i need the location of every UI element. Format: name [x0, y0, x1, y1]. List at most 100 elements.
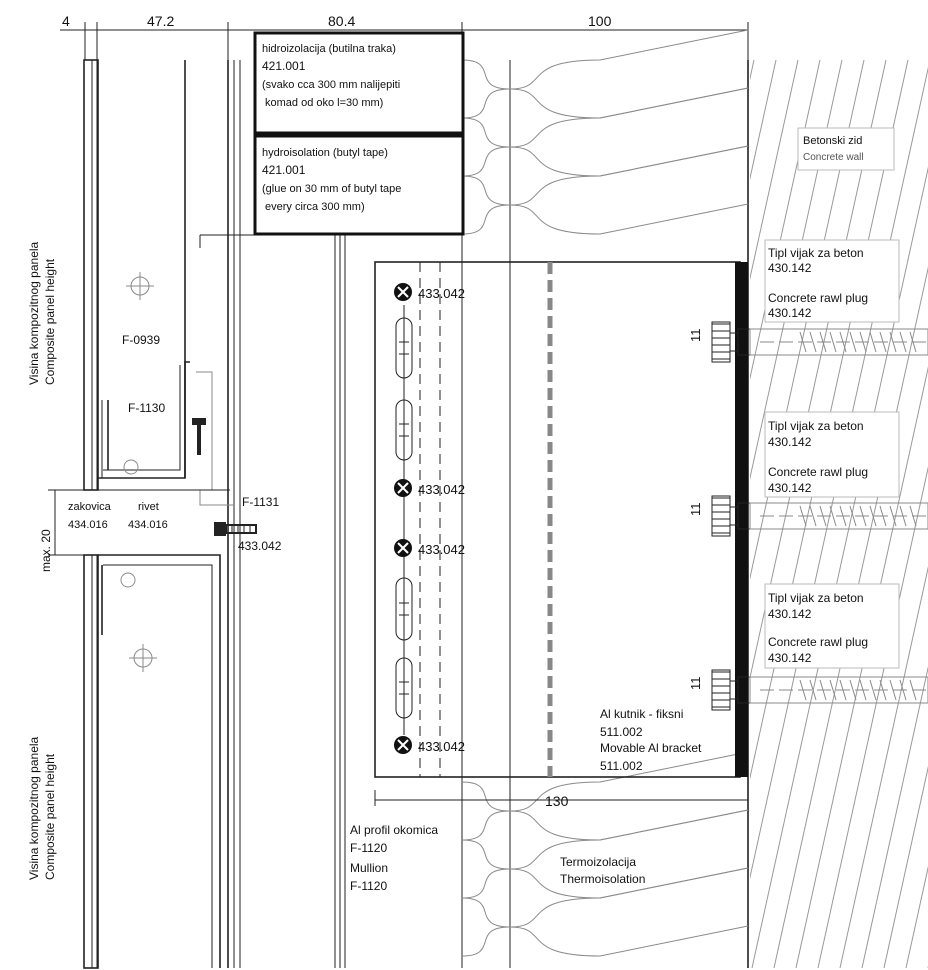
screw-label-4: 433.042 — [418, 739, 465, 754]
svg-text:Al kutnik - fiksni: Al kutnik - fiksni — [600, 707, 683, 721]
svg-text:511.002: 511.002 — [600, 759, 643, 773]
svg-text:Visina kompozitnog panela: Visina kompozitnog panela — [27, 736, 41, 880]
svg-text:(svako cca 300 mm nalijepiti: (svako cca 300 mm nalijepiti — [262, 79, 400, 91]
panel-center-mark-top — [126, 272, 154, 300]
dim-130: 130 — [545, 793, 569, 809]
svg-text:every circa 300 mm): every circa 300 mm) — [265, 201, 365, 213]
dim-4: 4 — [62, 13, 70, 29]
svg-text:komad od oko l=30 mm): komad od oko l=30 mm) — [265, 97, 383, 109]
svg-text:Concrete wall: Concrete wall — [803, 152, 864, 163]
rivet-head-top — [123, 459, 139, 475]
hatch-line — [729, 66, 928, 969]
screw-label-1: 433.042 — [418, 286, 465, 301]
hydroisolation-note-hr: hidroizolacija (butilna traka) 421.001 (… — [253, 31, 465, 135]
svg-text:rivet: rivet — [138, 501, 159, 513]
bracket-width-dimension: 130 — [374, 790, 749, 809]
hatch-line — [883, 765, 928, 969]
hydroisolation-note-en: hydroisolation (butyl tape) 421.001 (glu… — [253, 134, 465, 236]
bracket-label: Al kutnik - fiksni 511.002 Movable Al br… — [600, 707, 702, 773]
insulation-wave — [461, 203, 749, 235]
svg-text:511.002: 511.002 — [600, 725, 643, 739]
svg-text:Termoizolacija: Termoizolacija — [560, 855, 636, 869]
rivet-head-bottom — [120, 572, 136, 588]
bracket-screw-markers: 433.042 433.042 433.042 433.042 — [394, 283, 465, 754]
rawl-plugs — [711, 321, 928, 711]
screw-marker-1: 433.042 — [394, 283, 465, 301]
thermal-label: Termoizolacija Thermoisolation — [560, 855, 645, 886]
svg-text:Composite panel height: Composite panel height — [43, 753, 57, 880]
hatch-line — [817, 466, 928, 969]
plug-label-2: Tipl vijak za beton 430.142 Concrete raw… — [764, 411, 900, 498]
svg-text:(glue on 30 mm of butyl tape: (glue on 30 mm of butyl tape — [262, 183, 401, 195]
dim-47-2: 47.2 — [147, 13, 174, 29]
svg-text:Concrete rawl plug: Concrete rawl plug — [768, 291, 868, 305]
svg-text:421.001: 421.001 — [262, 163, 306, 177]
svg-text:Concrete rawl plug: Concrete rawl plug — [768, 465, 868, 479]
svg-text:Tipl vijak za beton: Tipl vijak za beton — [768, 591, 864, 605]
profile-label-f1130: F-1130 — [128, 401, 165, 415]
dim-100: 100 — [588, 13, 612, 29]
insulation-wave — [461, 809, 749, 841]
screw-marker-4: 433.042 — [394, 736, 465, 754]
svg-text:zakovica: zakovica — [68, 501, 112, 513]
svg-text:F-1120: F-1120 — [350, 879, 387, 893]
svg-text:F-1120: F-1120 — [350, 841, 387, 855]
insulation-wave — [461, 925, 749, 957]
dim-80-4: 80.4 — [328, 13, 355, 29]
screw-marker-3: 433.042 — [394, 539, 465, 557]
mullion-label: Al profil okomica F-1120 Mullion F-1120 — [350, 823, 438, 893]
gap-label-2: 11 — [688, 503, 703, 517]
screw-marker-2: 433.042 — [394, 479, 465, 497]
concrete-wall-label: Betonski zid Concrete wall — [797, 127, 895, 171]
screw-f1130 — [192, 418, 206, 455]
screw-f1131 — [214, 522, 257, 536]
profile-label-f1131: F-1131 — [242, 495, 279, 509]
svg-text:Mullion: Mullion — [350, 861, 388, 875]
joint-max-label: max. 20 — [39, 529, 53, 572]
rawl-plug — [711, 495, 928, 537]
insulation-wave — [461, 87, 749, 119]
svg-text:430.142: 430.142 — [768, 607, 812, 621]
profile-label-f0939: F-0939 — [122, 333, 160, 347]
screw-label-3: 433.042 — [418, 542, 465, 557]
screw-label-5: 433.042 — [238, 539, 282, 553]
rawl-plug — [711, 669, 928, 711]
hatch-line — [905, 865, 928, 969]
svg-text:430.142: 430.142 — [768, 435, 812, 449]
hatch-line — [839, 566, 928, 969]
hatch-line — [751, 166, 928, 969]
svg-text:Composite panel height: Composite panel height — [43, 258, 57, 385]
svg-text:Visina kompozitnog panela: Visina kompozitnog panela — [27, 241, 41, 385]
panel-height-label-bottom: Visina kompozitnog panela Composite pane… — [27, 736, 57, 880]
plug-label-1: Tipl vijak za beton 430.142 Concrete raw… — [764, 239, 900, 323]
top-dimension-line: 4 47.2 80.4 100 — [60, 13, 749, 60]
svg-text:430.142: 430.142 — [768, 261, 812, 275]
svg-text:hydroisolation (butyl tape): hydroisolation (butyl tape) — [262, 147, 388, 159]
gap-label-1: 11 — [688, 329, 703, 343]
svg-text:Movable Al bracket: Movable Al bracket — [600, 741, 702, 755]
hatch-line — [773, 266, 928, 969]
svg-text:421.001: 421.001 — [262, 59, 306, 73]
joint-dimension: max. 20 — [39, 489, 230, 572]
hatch-mask-top — [750, 0, 928, 60]
insulation-wave — [461, 867, 749, 899]
svg-text:Tipl vijak za beton: Tipl vijak za beton — [768, 419, 864, 433]
svg-text:Thermoisolation: Thermoisolation — [560, 872, 645, 886]
rivet-note: zakovica rivet 434.016 434.016 — [68, 501, 168, 531]
insulation-wave — [461, 145, 749, 177]
plug-label-3: Tipl vijak za beton 430.142 Concrete raw… — [764, 583, 900, 669]
svg-text:Concrete rawl plug: Concrete rawl plug — [768, 635, 868, 649]
svg-text:hidroizolacija (butilna traka): hidroizolacija (butilna traka) — [262, 43, 396, 55]
svg-text:434.016: 434.016 — [128, 519, 168, 531]
hatch-line — [795, 366, 928, 969]
bracket-slots — [395, 305, 413, 735]
svg-text:Betonski zid: Betonski zid — [803, 135, 862, 147]
panel-height-label-top: Visina kompozitnog panela Composite pane… — [27, 241, 57, 385]
screw-label-2: 433.042 — [418, 482, 465, 497]
rawl-plug — [711, 321, 928, 363]
svg-text:430.142: 430.142 — [768, 481, 812, 495]
panel-center-mark-bottom — [129, 644, 157, 672]
movable-al-bracket — [374, 261, 748, 778]
svg-text:Al profil okomica: Al profil okomica — [350, 823, 438, 837]
